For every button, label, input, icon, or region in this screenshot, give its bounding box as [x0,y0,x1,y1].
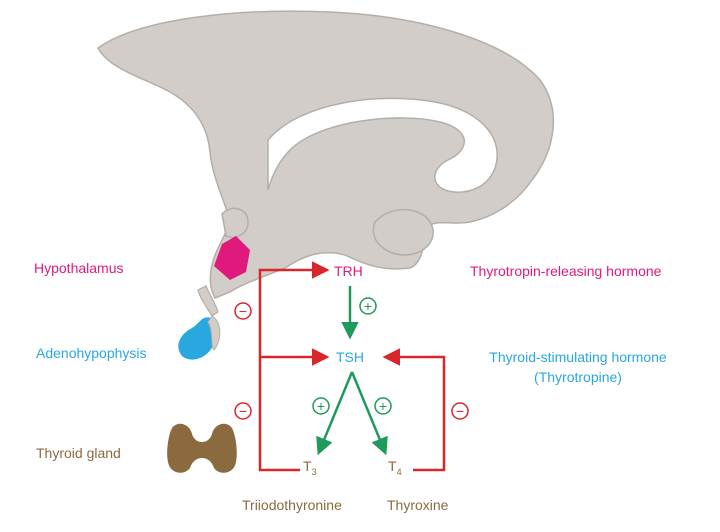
brain-stalk-bump [221,207,249,238]
tsh-label: TSH [336,349,364,365]
adenohypophysis-shape [178,317,217,360]
t4-label-base: T [388,458,397,474]
hypothalamus-shape [214,236,250,280]
thyroid-gland-label: Thyroid gland [36,445,121,461]
trh-full-name: Thyrotropin-releasing hormone [470,263,662,279]
adenohypophysis-label: Adenohypophysis [36,345,147,361]
svg-text:−: − [239,303,247,319]
t3-full-name: Triiodothyronine [242,497,342,513]
brain-lower-bumps [372,208,434,256]
svg-text:−: − [456,403,464,419]
t3-label-subscript: 3 [311,467,317,477]
t4-label-subscript: 4 [396,467,402,477]
stimulate-sign-tsh-t3: + [312,397,330,415]
brain-silhouette [97,10,554,299]
stimulatory-arrows [316,286,388,456]
inhibit-sign-tsh: − [234,402,252,420]
inhibit-sign-t4-feedback: − [451,402,469,420]
inhibit-sign-trh: − [234,302,252,320]
hypothalamus-label: Hypothalamus [34,260,124,276]
t4-label: T4 [388,458,402,481]
svg-text:+: + [379,398,387,414]
tsh-full-name-line2: (Thyrotropine) [534,369,622,385]
svg-text:+: + [317,398,325,414]
stimulate-sign-tsh-t4: + [374,397,392,415]
t3-label: T3 [303,458,317,481]
feedback-line-to-trh [258,261,330,472]
arrow-tsh-to-t3 [316,371,354,456]
arrow-tsh-to-t4 [350,371,388,456]
svg-text:+: + [364,298,372,314]
inhibitory-feedback [258,261,446,472]
feedback-line-t4 [382,348,446,472]
tsh-full-name-line1: Thyroid-stimulating hormone [489,349,667,365]
t4-full-name: Thyroxine [387,497,449,513]
brain-inner-fold [267,97,498,193]
thyroid-gland-shape [167,423,237,473]
stimulate-sign-trh-tsh: + [359,297,377,315]
trh-label: TRH [334,263,363,279]
t3-label-base: T [303,458,312,474]
svg-text:−: − [239,403,247,419]
neurohypophysis-shape [207,315,221,351]
